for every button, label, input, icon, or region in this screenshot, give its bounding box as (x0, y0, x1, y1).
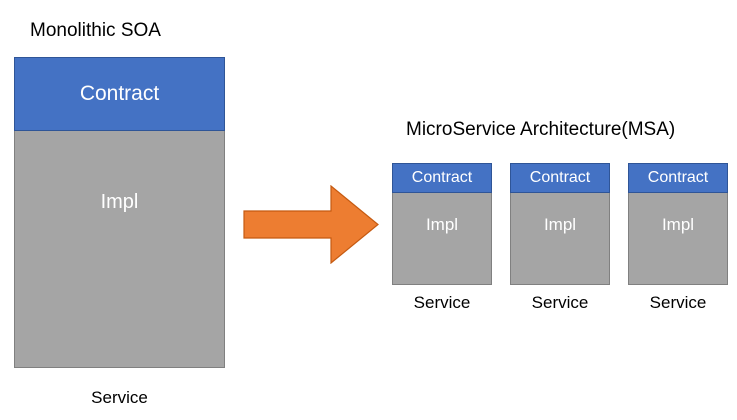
monolith-title: Monolithic SOA (30, 20, 161, 41)
right-arrow-icon (243, 185, 379, 264)
monolith-impl-layer: Impl (14, 131, 225, 368)
microservice-3-caption: Service (649, 293, 707, 312)
msa-title: MicroService Architecture(MSA) (406, 119, 676, 140)
microservice-1-impl-layer: Impl (392, 193, 492, 285)
monolith-service-caption: Service (91, 388, 148, 407)
monolith-contract-layer: Contract (14, 57, 225, 131)
monolith-service-block: Contract Impl (14, 57, 225, 368)
microservice-2-impl-layer: Impl (510, 193, 610, 285)
microservice-block-2: Contract Impl (510, 163, 610, 285)
microservice-1-caption: Service (413, 293, 471, 312)
microservice-1-contract-layer: Contract (392, 163, 492, 193)
microservice-3-impl-layer: Impl (628, 193, 728, 285)
microservice-2-caption: Service (531, 293, 589, 312)
microservice-block-3: Contract Impl (628, 163, 728, 285)
microservice-2-contract-layer: Contract (510, 163, 610, 193)
microservice-3-contract-layer: Contract (628, 163, 728, 193)
microservice-block-1: Contract Impl (392, 163, 492, 285)
